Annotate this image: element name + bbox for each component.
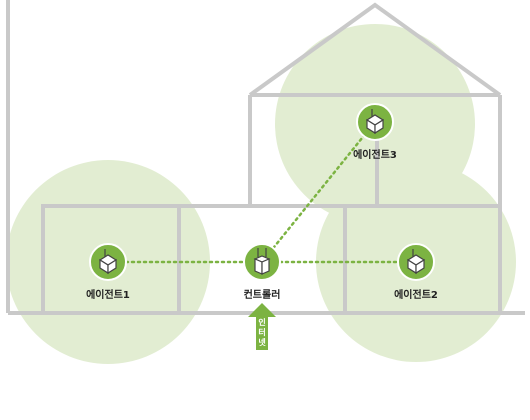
router-icon: [406, 249, 426, 275]
internet-arrow: 인 터 넷: [248, 303, 276, 350]
room-left: [41, 204, 181, 315]
node-labels: 에이전트1 컨트롤러 에이전트2 에이전트3: [86, 148, 438, 301]
link-controller-agent3: [260, 120, 377, 264]
agent1-label: 에이전트1: [86, 288, 130, 301]
house-outline: [6, 0, 525, 315]
internet-label-char-2: 터: [258, 327, 265, 337]
network-links: [106, 120, 418, 264]
controller-node: [243, 243, 281, 281]
agent1-node: [89, 243, 127, 281]
up-arrow-icon: [248, 303, 276, 350]
agent2-node: [397, 243, 435, 281]
agent3-node: [356, 103, 394, 141]
agent3-label: 에이전트3: [353, 148, 397, 161]
router-icon: [98, 249, 118, 275]
roof: [248, 2, 502, 97]
agent2-label: 에이전트2: [394, 288, 438, 301]
controller-label: 컨트롤러: [244, 288, 281, 301]
internet-label-char-3: 넷: [258, 337, 266, 347]
router-icon: [365, 109, 385, 135]
router-icon: [253, 248, 271, 275]
room-right: [343, 204, 502, 315]
internet-label-char-1: 인: [258, 317, 265, 327]
